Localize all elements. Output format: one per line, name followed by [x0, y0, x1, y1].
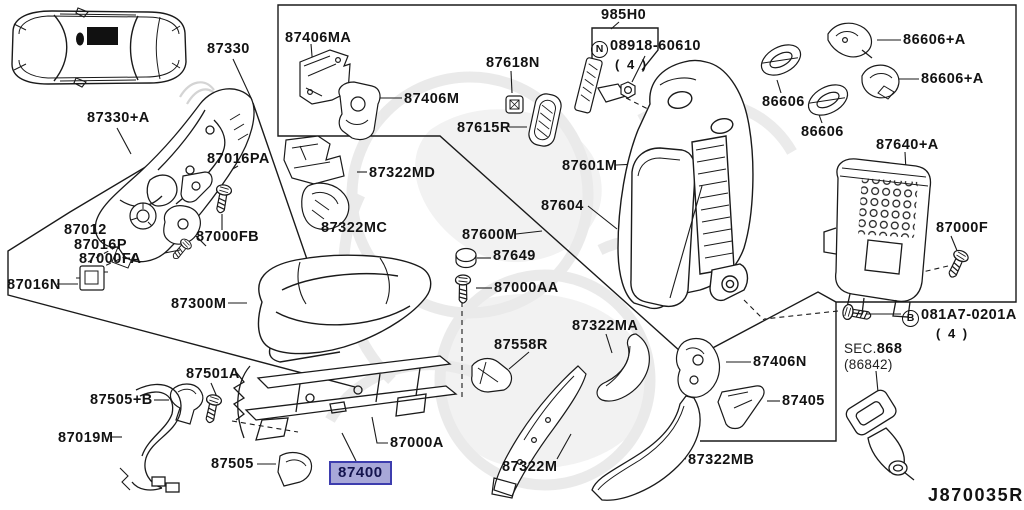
part-label-87406ma: 87406MA: [285, 30, 352, 46]
bracket-87322md: [283, 135, 345, 185]
switch-87618n: [505, 95, 524, 114]
rail-trim-87322m: [491, 365, 587, 499]
highlighted-part-label-87400[interactable]: 87400: [329, 461, 392, 485]
part-label-87322m: 87322M: [502, 459, 558, 475]
sec-prefix: SEC.: [844, 341, 877, 356]
part-label-87649: 87649: [493, 248, 536, 264]
part-label-86606-1: 86606: [762, 94, 805, 110]
part-label-87322ma: 87322MA: [572, 318, 639, 334]
part-label-87330a: 87330+A: [87, 110, 150, 126]
part-label-87322mb: 87322MB: [688, 452, 755, 468]
part-label-87505b: 87505+B: [90, 392, 153, 408]
side-bolster-87322mb: [591, 395, 701, 501]
part-label-87012: 87012: [64, 222, 107, 238]
bracket-87322ma: [596, 333, 650, 402]
section-reference: SEC.868 (86842): [844, 341, 903, 373]
part-label-87000f: 87000F: [936, 220, 989, 236]
recliner-87016p: [163, 205, 201, 245]
part-label-86606a-2: 86606+A: [921, 71, 984, 87]
sec-code: 868: [876, 341, 903, 357]
seat-spring: [232, 371, 246, 421]
headrest-hook-2: [827, 22, 873, 59]
bracket-87406ma: [299, 49, 351, 105]
back-panel: [823, 158, 932, 318]
part-label-87000fa: 87000FA: [79, 251, 142, 267]
bracket-87322mc: [301, 182, 350, 230]
circled-n-icon: N: [591, 41, 608, 58]
screw-icon-87501a: [201, 392, 223, 425]
part-label-87501a: 87501A: [186, 366, 240, 382]
nut-part-number: 08918-60610: [610, 38, 701, 54]
seat-belt-buckle: [845, 389, 915, 481]
sec-sub-code: (86842): [844, 356, 893, 372]
left-group-box: [7, 102, 356, 388]
seat-back-hinge: [709, 263, 749, 302]
switch-87615r: [528, 93, 562, 147]
bolt-part-number: 081A7-0201A: [921, 307, 1017, 323]
part-label-87601m: 87601M: [562, 158, 618, 174]
part-label-87640a: 87640+A: [876, 137, 939, 153]
switch-87016n: [79, 265, 105, 291]
part-label-87505: 87505: [211, 456, 254, 472]
part-label-87322md: 87322MD: [369, 165, 436, 181]
bracket-87558r: [471, 357, 513, 393]
part-label-87016pa: 87016PA: [207, 151, 270, 167]
cover-87505b: [169, 383, 204, 425]
part-label-87000fb: 87000FB: [196, 229, 260, 245]
part-label-86606a-1: 86606+A: [903, 32, 966, 48]
part-label-87604: 87604: [541, 198, 584, 214]
diagram-code: J870035R: [928, 485, 1024, 505]
bolt-quantity: ( 4 ): [936, 326, 970, 341]
screw-icon-87000aa: [454, 274, 472, 304]
part-label-86606-2: 86606: [801, 124, 844, 140]
part-label-87405: 87405: [782, 393, 825, 409]
seat-back-pad-87604: [630, 147, 696, 308]
cap-icon-87649: [455, 247, 477, 269]
bracket-87406m: [338, 81, 381, 141]
lower-right-box: [700, 302, 837, 442]
headrest-stay-985h0: [574, 57, 636, 114]
part-label-87000a: 87000A: [390, 435, 444, 451]
bracket-87406n: [675, 337, 721, 398]
clamp-87016pa: [180, 171, 213, 203]
part-label-87558r: 87558R: [494, 337, 548, 353]
part-label-87322mc: 87322MC: [321, 220, 388, 236]
nut-icon-08918: [620, 81, 636, 99]
part-label-87600m: 87600M: [462, 227, 518, 243]
part-label-87330: 87330: [207, 41, 250, 57]
part-label-985h0: 985H0: [601, 7, 647, 23]
part-label-87000aa: 87000AA: [494, 280, 559, 296]
circled-b-icon: B: [902, 310, 919, 327]
part-label-87618n: 87618N: [486, 55, 540, 71]
group-boundaries: [7, 4, 1017, 442]
recliner-parts: [76, 171, 213, 291]
part-label-87406m: 87406M: [404, 91, 460, 107]
seat-back: [617, 59, 754, 310]
headrest-hooks: [760, 22, 900, 116]
headrest-hook-4: [861, 64, 900, 100]
seat-rails: [232, 355, 458, 441]
part-label-87615r: 87615R: [457, 120, 511, 136]
seat-cushion: [257, 254, 432, 363]
part-label-87300m: 87300M: [171, 296, 227, 312]
part-label-87019m: 87019M: [58, 430, 114, 446]
bracket-87405: [717, 385, 765, 430]
cover-87505: [277, 451, 313, 487]
part-label-87016n: 87016N: [7, 277, 61, 293]
car-top-view-icon: [11, 7, 187, 88]
nut-quantity: ( 4 ): [615, 57, 649, 72]
part-label-87016p: 87016P: [74, 237, 127, 253]
screw-icon-87000f: [943, 247, 971, 281]
front-seat-location-marker: [87, 27, 118, 45]
headrest-hook-ring-3: [807, 84, 849, 116]
headrest-hook-ring-1: [760, 44, 802, 76]
part-label-87406n: 87406N: [753, 354, 807, 370]
wire-harness-87019m: [119, 383, 182, 493]
watermark: [179, 71, 797, 491]
